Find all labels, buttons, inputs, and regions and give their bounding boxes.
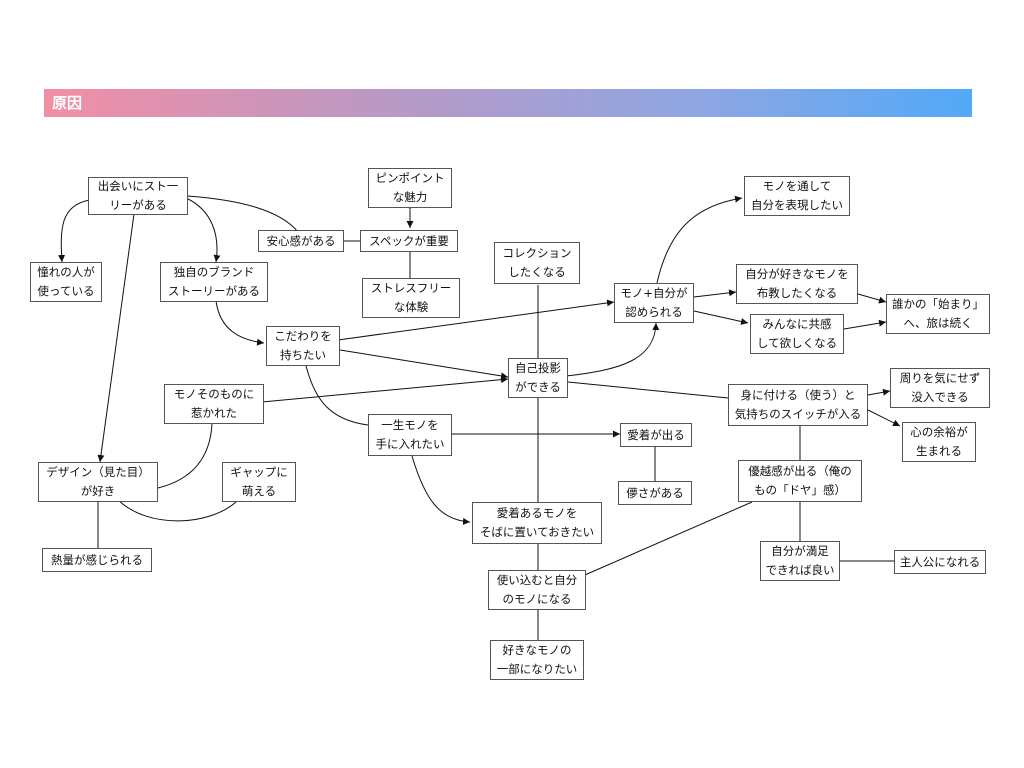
edge-jiko-mini — [567, 381, 729, 399]
node-hajimari: 誰かの「始まり」 へ、旅は続く — [886, 294, 990, 334]
node-mono-toshite: モノを通して 自分を表現したい — [744, 176, 850, 216]
edge-deai-design — [97, 213, 135, 463]
node-mawari: 周りを気にせず 没入できる — [890, 368, 990, 408]
node-pinpoint: ピンポイント な魅力 — [368, 168, 452, 208]
node-hakanasa: 儚さがある — [618, 481, 692, 505]
node-kyokan: みんなに共感 して欲しくなる — [750, 314, 844, 354]
edge-deai-anshin — [187, 195, 299, 233]
edge-kodawari-issho — [305, 365, 369, 426]
node-stressfree: ストレスフリー な体験 — [362, 278, 460, 318]
node-dokuji: 独自のブランド ストーリーがある — [160, 262, 268, 302]
node-jiko: 自己投影 ができる — [508, 358, 568, 398]
node-deai: 出会いにスト一 リーがある — [88, 177, 188, 215]
node-monosono: モノそのものに 惹かれた — [164, 384, 264, 424]
node-fukyo: 自分が好きなモノを 布教したくなる — [736, 264, 858, 304]
node-yuetsu: 優越感が出る（俺の もの「ドヤ」感） — [738, 460, 862, 502]
edge-fukyo-hajimari — [857, 293, 887, 304]
node-mini-tsukeru: 身に付ける（使う）と 気持ちのスイッチが入る — [728, 384, 868, 426]
node-design: デザイン（見た目） が好き — [38, 462, 158, 502]
edge-kyokan-hajimari — [843, 319, 887, 330]
edge-kodawari-jiko — [339, 349, 509, 380]
section-header: 原因 — [44, 89, 972, 117]
node-mono-jibun: モノ+自分が 認められる — [614, 283, 694, 323]
edge-issho-oku — [411, 455, 471, 526]
edge-deai-akogare — [58, 199, 91, 263]
edge-dokuji-kodawari — [215, 300, 265, 346]
node-kokoro: 心の余裕が 生まれる — [902, 422, 976, 462]
edge-jiko-monojibun — [565, 322, 660, 377]
edge-yuetsu-tsukaikomu — [577, 501, 753, 579]
node-manzoku: 自分が満足 できれば良い — [760, 541, 840, 581]
section-title: 原因 — [52, 94, 83, 112]
edge-monojibun-kyokan — [693, 310, 749, 325]
node-sukinamono: 好きなモノの 一部になりたい — [490, 640, 584, 680]
node-anshin: 安心感がある — [258, 230, 344, 252]
edge-monojibun-toshite — [656, 195, 743, 284]
edge-monojibun-fukyo — [693, 289, 737, 298]
edge-monosono-jiko — [261, 376, 509, 403]
node-shujinko: 主人公になれる — [894, 550, 986, 574]
node-issho: 一生モノを 手に入れたい — [368, 414, 452, 456]
node-netsuryo: 熱量が感じられる — [42, 548, 152, 572]
node-spec: スペックが重要 — [360, 230, 458, 252]
edge-design-gap — [117, 499, 237, 522]
node-kodawari: こだわりを 持ちたい — [266, 326, 340, 366]
node-collection: コレクション したくなる — [494, 242, 580, 284]
edge-monosono-design — [157, 423, 213, 489]
node-tsukaikomu: 使い込むと自分 のモノになる — [488, 570, 586, 610]
edge-mini-kokoro — [867, 409, 901, 427]
edge-deai-dokuji — [185, 197, 221, 263]
edge-kodawari-monojibun — [337, 299, 615, 341]
node-akogare: 憧れの人が 使っている — [30, 262, 102, 302]
edge-mini-mawari — [867, 388, 891, 396]
node-aichaku-oku: 愛着あるモノを そばに置いておきたい — [472, 502, 602, 544]
node-aichaku-deru: 愛着が出る — [620, 423, 692, 447]
node-gap: ギャップに 萌える — [222, 462, 296, 502]
